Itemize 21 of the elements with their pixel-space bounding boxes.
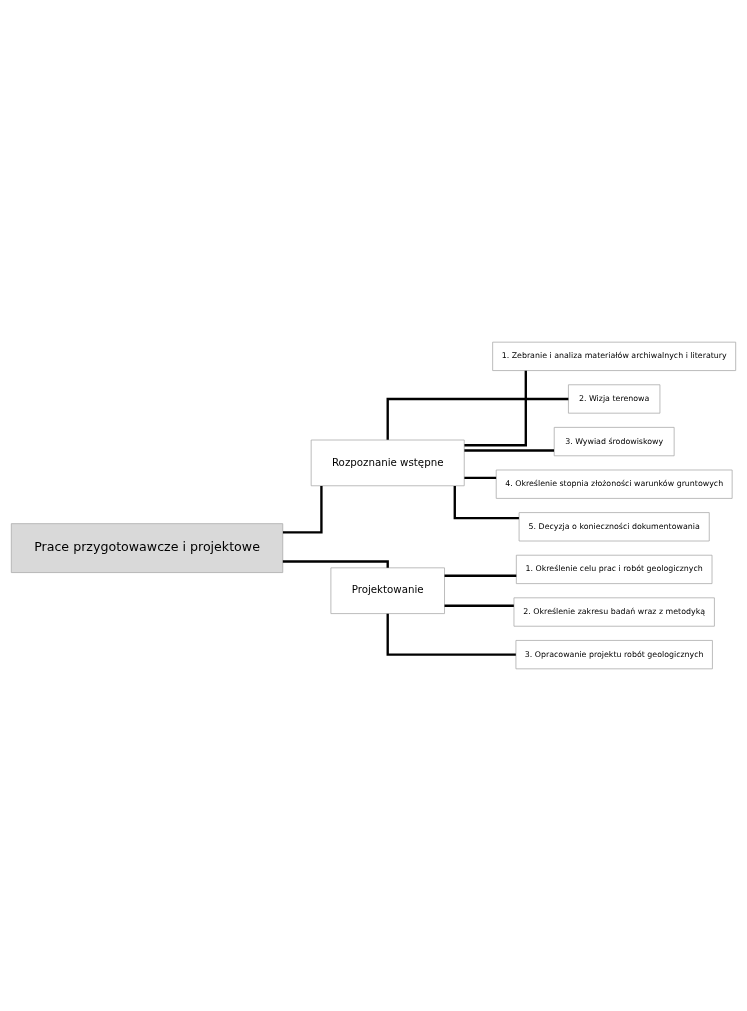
node-box: 3. Opracowanie projektu robót geologicznych <box>515 640 713 670</box>
node-box: Projektowanie <box>330 567 445 614</box>
node-box: 2. Określenie zakresu badań wraz z metodyką <box>513 597 715 627</box>
connector <box>453 486 519 520</box>
connector <box>386 613 516 656</box>
node-box: Rozpoznanie wstępne <box>310 439 465 487</box>
connector <box>444 604 514 607</box>
connector <box>282 486 323 534</box>
connector <box>464 476 497 480</box>
node-box: 1. Określenie celu prac i robót geologicznych <box>515 554 713 584</box>
connector <box>386 397 569 440</box>
node-box: 2. Wizja terenowa <box>568 384 661 414</box>
node-box: Prace przygotowawcze i projektowe <box>10 523 284 573</box>
connector <box>464 370 527 447</box>
node-box: 4. Określenie stopnia złożoności warunków gruntowych <box>495 469 733 499</box>
node-box: 3. Wywiad środowiskowy <box>553 427 675 457</box>
node-box: 5. Decyzja o konieczności dokumentowania <box>518 512 710 542</box>
connector <box>444 574 517 577</box>
connector <box>464 449 555 452</box>
node-box: 1. Zebranie i analiza materiałów archiwalnych i literatury <box>492 341 737 371</box>
connector <box>282 560 389 568</box>
